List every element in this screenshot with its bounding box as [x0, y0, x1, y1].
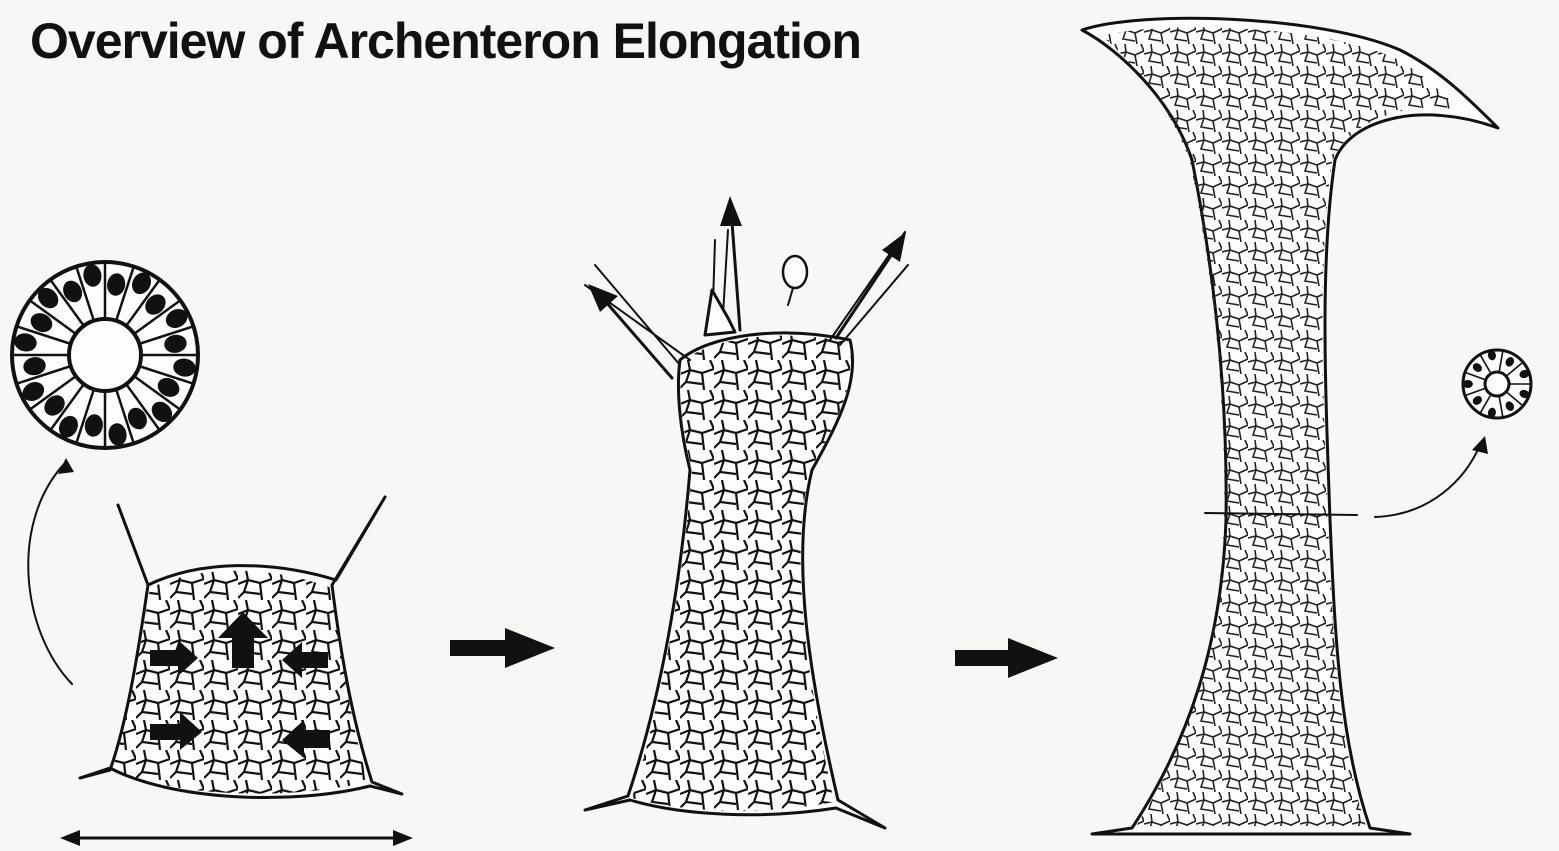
cross-section-small	[1463, 350, 1531, 419]
connector-arrow-1	[28, 462, 72, 684]
stage-transition-arrow-icon	[955, 638, 1058, 678]
cell-mesh-2	[632, 336, 851, 811]
cell-nucleus	[1463, 380, 1473, 388]
free-cell	[783, 256, 807, 288]
connector-arrow-2	[1375, 445, 1480, 517]
arrowhead-right-icon	[393, 830, 413, 846]
pull-arrow-icon	[836, 232, 906, 338]
stage-1-archenteron	[12, 262, 413, 846]
free-cell-process	[788, 288, 793, 305]
arrowhead-left-icon	[60, 830, 80, 846]
secondary-mesenchyme-cell	[705, 290, 735, 335]
cell-mesh-3	[1102, 27, 1460, 826]
pull-arrow-icon	[588, 284, 672, 378]
connector-arrowhead-2	[1472, 436, 1488, 454]
filopodium	[585, 265, 690, 365]
stage-transition-arrow-icon	[450, 628, 555, 668]
stage-2-archenteron	[585, 196, 908, 828]
connector-arrowhead-1	[58, 458, 74, 474]
cross-section-large	[12, 262, 198, 448]
stage-3-archenteron	[1082, 18, 1531, 834]
cell-mesh-1	[112, 571, 368, 794]
